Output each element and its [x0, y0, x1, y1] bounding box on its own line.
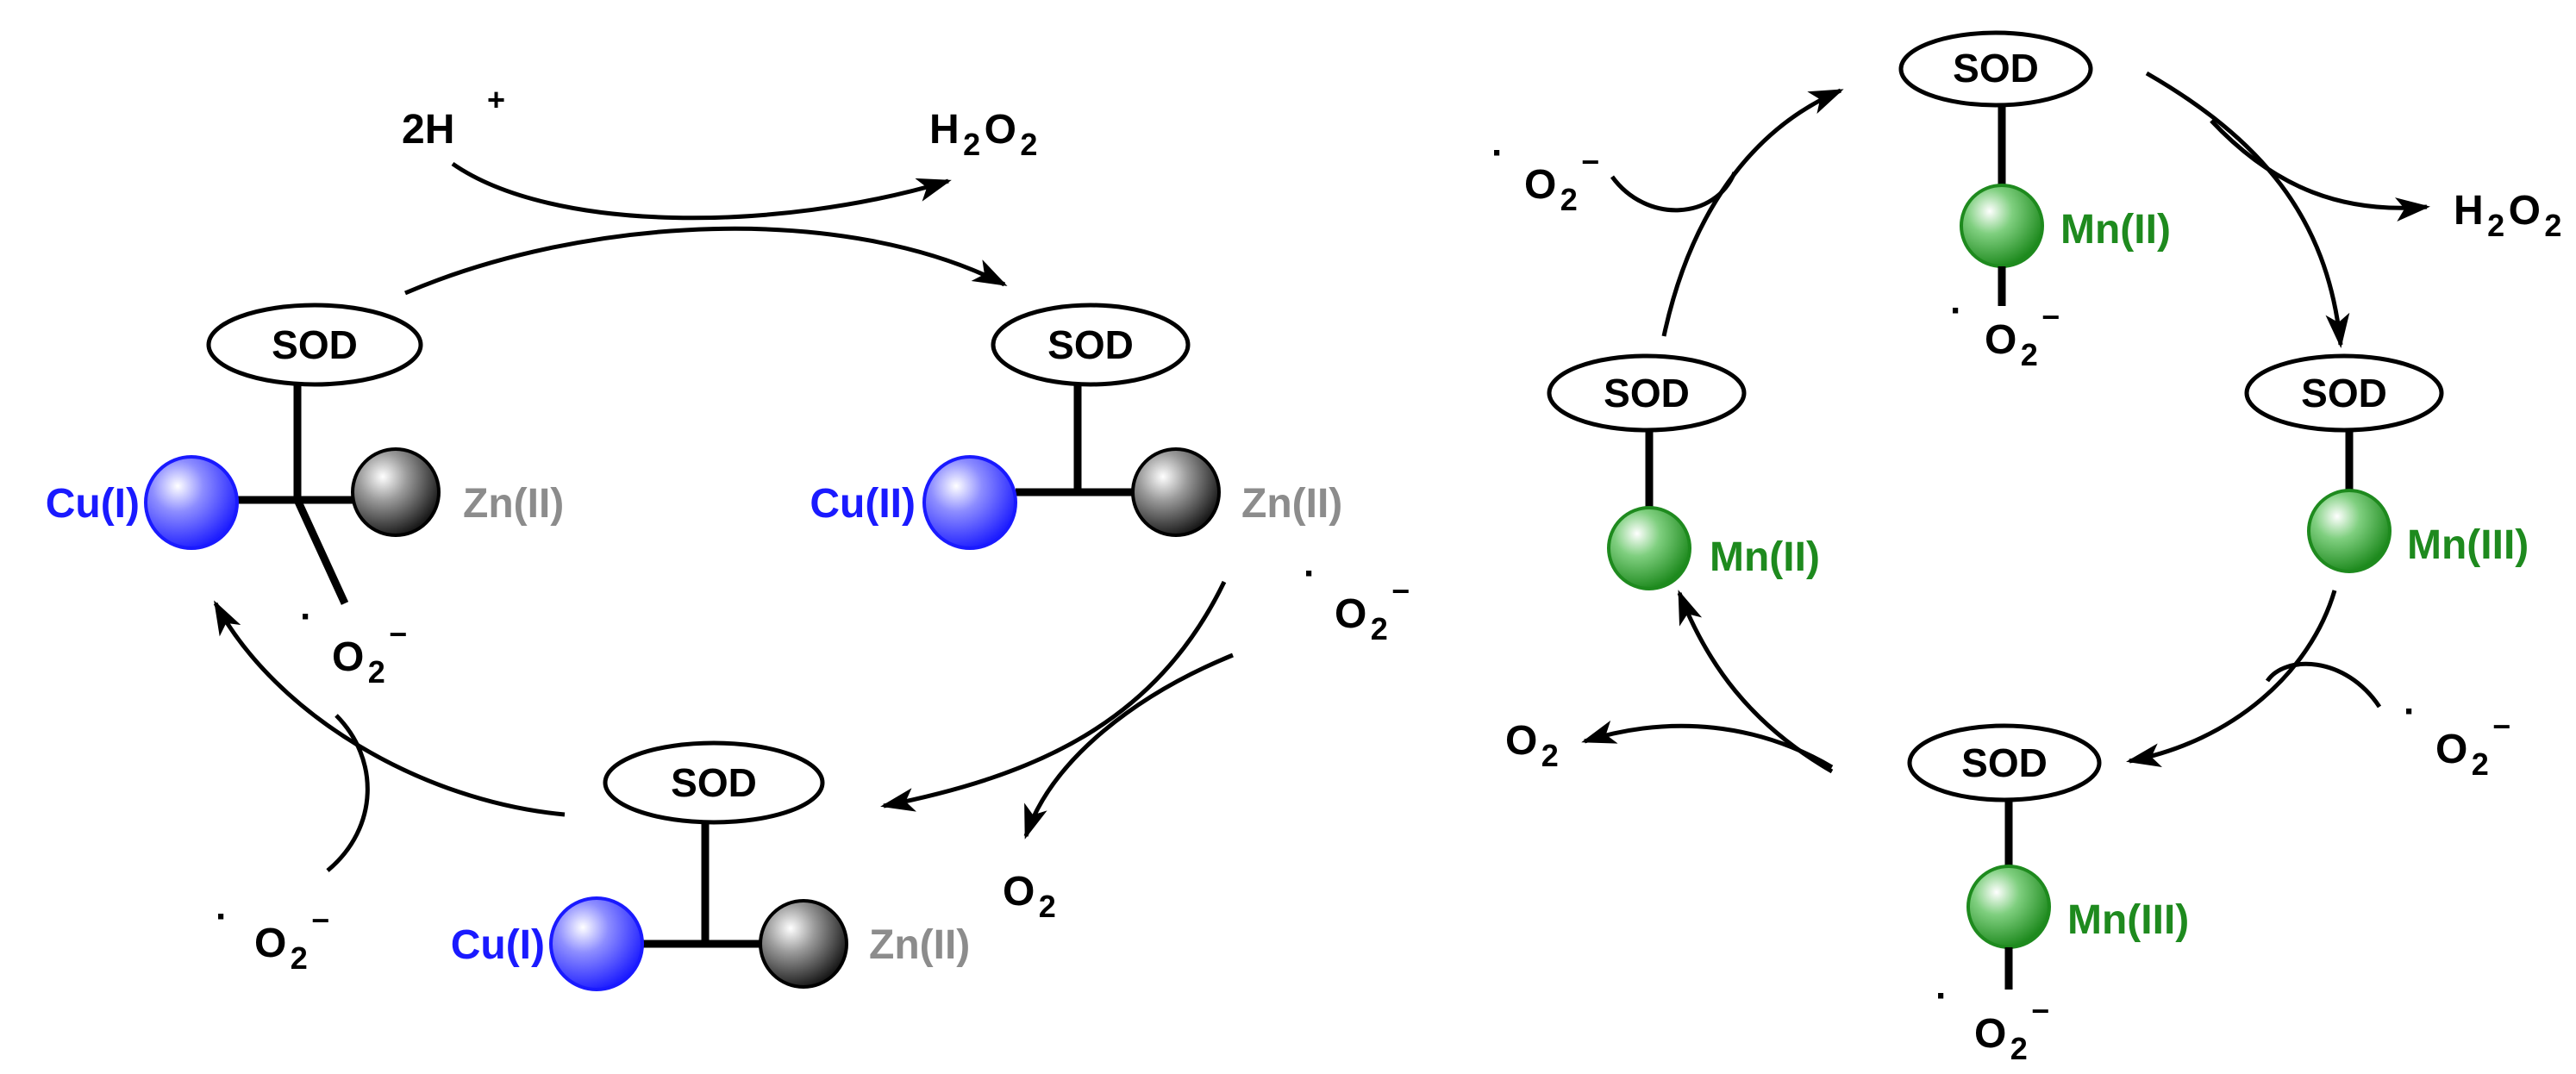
- mn2-superoxide-complex: SOD Mn(II) · O 2 −: [1898, 30, 2171, 372]
- superoxide-right-label: · O 2 −: [1304, 553, 1410, 646]
- zinc-atom: [351, 447, 441, 537]
- cuzn-sod-cycle: SOD Cu(I) Zn(II) · O 2 − SOD Cu(II) Zn: [46, 82, 1410, 991]
- superoxide-right-label: · O 2 −: [2404, 690, 2510, 782]
- arrow-right-to-bottom: [2126, 590, 2337, 767]
- mn3-label: Mn(III): [2067, 897, 2189, 943]
- sod-label: SOD: [671, 760, 757, 805]
- sod-label: SOD: [1047, 322, 1134, 367]
- manganese-atom: [1960, 184, 2044, 268]
- cu1-zn2-complex: SOD Cu(I) Zn(II): [451, 740, 970, 991]
- superoxide-top-left-label: · O 2 −: [1491, 132, 1599, 217]
- mn3-superoxide-complex: SOD Mn(III) · O 2 −: [1907, 723, 2189, 1066]
- manganese-atom: [1607, 506, 1691, 590]
- sod-label: SOD: [1961, 740, 2048, 785]
- manganese-atom: [1966, 865, 2051, 949]
- sod-label: SOD: [1953, 46, 2039, 91]
- o2-label: O 2: [1003, 869, 1056, 924]
- zn2-label: Zn(II): [869, 922, 970, 968]
- mn3-complex-right: SOD Mn(III): [2244, 353, 2529, 573]
- sod-label: SOD: [272, 322, 358, 367]
- h2o2-label: H 2 O 2: [929, 107, 1037, 162]
- cu1-label: Cu(I): [46, 481, 140, 527]
- sod-ellipse: [991, 303, 1191, 387]
- arrow-left-to-top: [1661, 88, 1844, 337]
- manganese-atom: [2307, 489, 2392, 573]
- h2o2-label: H 2 O 2: [2454, 188, 2561, 243]
- sod-ellipse: [206, 303, 423, 387]
- zn2-label: Zn(II): [1241, 481, 1342, 527]
- zinc-atom: [759, 899, 848, 989]
- sod-ellipse: [2244, 353, 2444, 433]
- cu2-zn2-complex: SOD Cu(II) Zn(II): [810, 303, 1342, 550]
- sod-ellipse: [603, 740, 825, 825]
- bound-superoxide-label: · O 2 −: [1950, 290, 2060, 372]
- sod-ellipse: [1898, 30, 2093, 108]
- mn-sod-cycle: SOD Mn(II) · O 2 − SOD Mn(III) SOD: [1491, 30, 2561, 1066]
- bond-diagonal: [293, 498, 349, 605]
- zinc-atom: [1131, 447, 1221, 537]
- bound-superoxide-label: · O 2 −: [300, 596, 407, 690]
- copper-atom: [922, 455, 1017, 550]
- mn2-complex-left: SOD Mn(II): [1547, 353, 1820, 590]
- arrow-to-o2: [1023, 653, 1234, 840]
- arrow-bottom-to-left: [1677, 590, 1834, 774]
- mn3-label: Mn(III): [2407, 522, 2529, 568]
- sod-label: SOD: [1604, 371, 1690, 415]
- zn2-label: Zn(II): [463, 481, 564, 527]
- cu1-label: Cu(I): [451, 922, 545, 968]
- arrow-superoxide-in: [326, 714, 370, 872]
- bound-superoxide-label: · O 2 −: [1935, 975, 2049, 1066]
- cu2-label: Cu(II): [810, 481, 916, 527]
- arrow-superoxide-in-left: [1610, 172, 1737, 213]
- arrow-top-to-right: [2145, 71, 2350, 348]
- arrow-to-bottom-complex: [880, 580, 1227, 812]
- o2-label: O 2: [1505, 718, 1559, 773]
- arrow-to-cu2: [404, 226, 1008, 296]
- mn2-label: Mn(II): [2060, 207, 2171, 253]
- superoxide-bottom-left-label: · O 2 −: [216, 896, 329, 976]
- arrow-protons-to-h2o2: [451, 161, 952, 221]
- cu1-zn2-superoxide-complex: SOD Cu(I) Zn(II) · O 2 −: [46, 303, 564, 690]
- protons-label: 2H +: [402, 82, 505, 153]
- arrow-h2o2-out: [2210, 119, 2430, 222]
- sod-label: SOD: [2301, 371, 2387, 415]
- arrow-superoxide-in-right: [2265, 661, 2382, 709]
- copper-atom: [144, 455, 239, 550]
- sod-ellipse: [1907, 723, 2102, 802]
- mn2-label: Mn(II): [1710, 534, 1820, 580]
- arrow-o2-out: [1581, 720, 1834, 770]
- copper-atom: [549, 896, 644, 991]
